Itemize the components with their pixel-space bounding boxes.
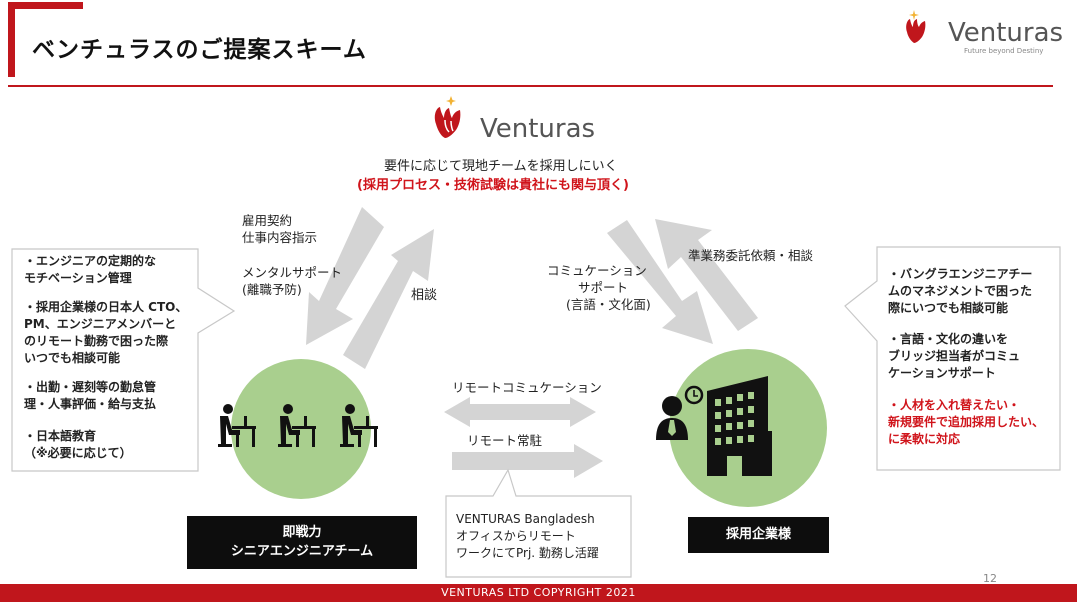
engineer-team-line1: 即戦力 <box>282 525 322 540</box>
right-arrow-down <box>607 220 713 344</box>
left-arrow-down <box>306 207 384 345</box>
right-callout-item3-l3: に柔軟に対応 <box>888 432 961 446</box>
header-tagline: Future beyond Destiny <box>964 47 1044 55</box>
businessman-clock-icon <box>656 385 704 440</box>
left-callout-item2-l1: ・採用企業様の日本人 CTO、 <box>24 300 188 314</box>
team-workers-icon <box>218 404 378 447</box>
bottom-callout-line2: オフィスからリモート <box>456 529 576 543</box>
copyright-footer: VENTURAS LTD COPYRIGHT 2021 <box>0 584 1077 602</box>
center-logo-icon <box>434 96 461 138</box>
right-callout-item1-l1: ・バングラエンジニアチー <box>888 267 1033 281</box>
right-callout-item2-l2: ブリッジ担当者がコミュ <box>888 349 1021 363</box>
bottom-callout-shape <box>445 468 632 578</box>
label-turnover-prevention: (離職予防) <box>242 282 302 297</box>
remote-stay-arrow <box>452 444 603 478</box>
center-brand: Venturas <box>480 114 596 144</box>
left-callout-item4-l2: （※必要に応じて） <box>24 446 132 460</box>
header-logo-icon <box>906 10 926 43</box>
engineer-team-label: 即戦力 シニアエンジニアチーム <box>187 516 417 569</box>
bottom-callout-line1: VENTURAS Bangladesh <box>456 512 595 526</box>
label-employment-contract: 雇用契約 <box>242 213 293 228</box>
right-callout-item2-l1: ・言語・文化の違いを <box>888 332 1009 346</box>
left-callout-item3-l2: 理・人事評価・給与支払 <box>24 397 157 411</box>
left-callout-item2-l3: のリモート勤務で困った際 <box>24 334 169 348</box>
right-callout-item1-l2: ムのマネジメントで困った <box>888 284 1033 298</box>
left-callout-shape <box>11 248 236 472</box>
corner-bracket-top <box>8 2 83 9</box>
engineer-team-line2: シニアエンジニアチーム <box>230 544 374 559</box>
label-work-instruction: 仕事内容指示 <box>242 230 318 245</box>
title-divider <box>8 85 1053 87</box>
right-callout-item2-l3: ケーションサポート <box>888 366 996 380</box>
page-title: ベンチュラスのご提案スキーム <box>32 37 367 63</box>
corner-bracket-left <box>8 2 15 77</box>
page-number: 12 <box>983 572 997 585</box>
remote-comm-arrow <box>444 397 596 427</box>
label-remote-stay: リモート常駐 <box>467 433 543 448</box>
center-line-1: 要件に応じて現地チームを採用しにいく <box>384 159 618 174</box>
label-mental-support: メンタルサポート <box>242 265 343 280</box>
left-callout-item2-l4: いつでも相談可能 <box>24 351 121 365</box>
label-remote-communication: リモートコミュケーション <box>452 380 602 395</box>
left-callout-item3-l1: ・出勤・遅刻等の勤怠管 <box>24 380 157 394</box>
left-callout-item1-l1: ・エンジニアの定期的な <box>24 254 157 268</box>
label-communication: コミュケーション <box>547 263 647 278</box>
right-callout-item1-l3: 際にいつでも相談可能 <box>888 301 1009 315</box>
label-support: サポート <box>578 280 629 295</box>
right-callout-item3-l2: 新規要件で追加採用したい、 <box>888 415 1045 429</box>
client-company-label: 採用企業様 <box>688 517 829 553</box>
label-consult-left: 相談 <box>411 288 438 303</box>
center-line-2: (採用プロセス・技術試験は貴社にも関与頂く) <box>357 178 629 193</box>
left-callout-item1-l2: モチベーション管理 <box>24 271 132 285</box>
label-language-culture: (言語・文化面) <box>566 297 651 312</box>
right-callout-item3-l1: ・人材を入れ替えたい・ <box>888 398 1021 412</box>
left-callout-item4-l1: ・日本語教育 <box>24 429 97 443</box>
header-brand: Venturas <box>948 18 1064 48</box>
client-company-text: 採用企業様 <box>725 527 791 542</box>
label-quasi-outsourcing: 準業務委託依頼・相談 <box>688 248 814 263</box>
left-arrow-up <box>343 229 434 369</box>
bottom-callout-line3: ワークにてPrj. 勤務し活躍 <box>456 546 599 560</box>
left-callout-item2-l2: PM、エンジニアメンバーと <box>24 317 177 331</box>
right-callout-shape <box>844 246 1061 471</box>
right-arrow-up <box>655 219 758 331</box>
building-icon <box>707 376 772 476</box>
